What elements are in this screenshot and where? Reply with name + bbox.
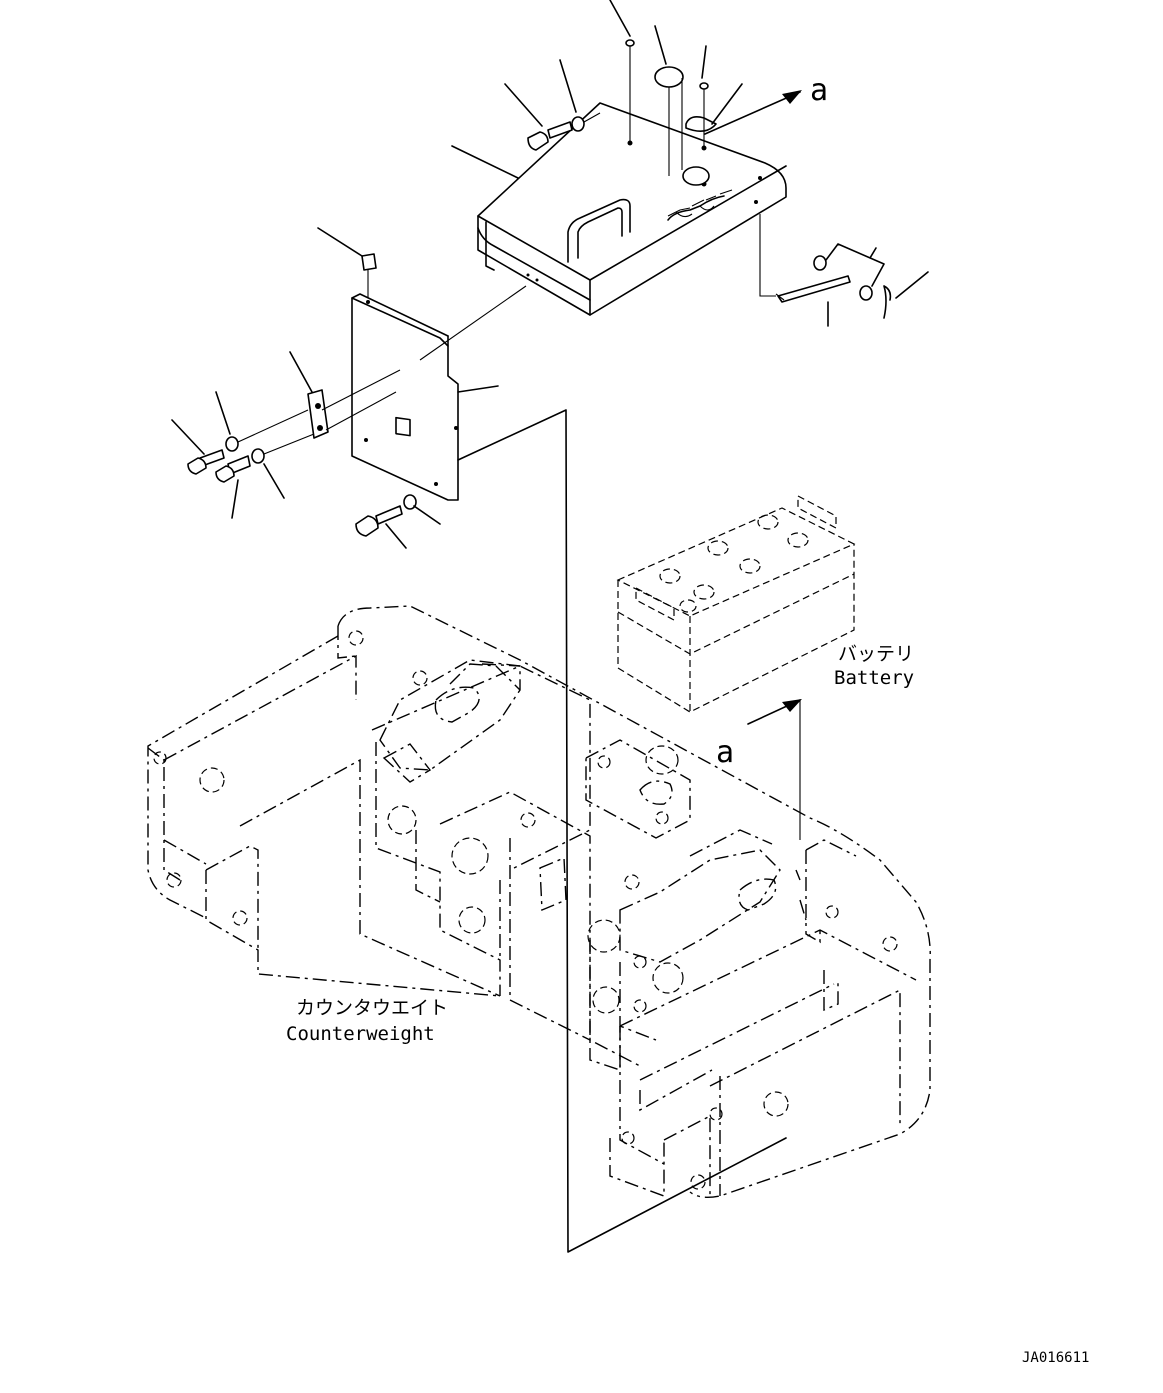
- cap-part: [654, 66, 684, 88]
- clip: [307, 389, 329, 439]
- battery-cover: [477, 102, 787, 316]
- bracket-plate: [351, 293, 459, 501]
- battery-label-en: Battery: [834, 667, 914, 689]
- rod: [775, 275, 851, 303]
- bolt-bottom: [355, 494, 417, 537]
- counterweight-label-jp: カウンタウエイト: [296, 997, 448, 1019]
- washer-left-1: [225, 436, 239, 452]
- bolt-left-1: [187, 449, 225, 475]
- washer-left-2: [251, 448, 265, 464]
- counterweight-label-en: Counterweight: [286, 1023, 435, 1045]
- bolt-top: [527, 116, 585, 151]
- battery-label-jp: バッテリ: [838, 643, 914, 665]
- pin-2: [699, 82, 709, 90]
- washer-right: [813, 255, 827, 271]
- view-marker-bottom: a: [716, 735, 734, 770]
- counterweight: [147, 605, 931, 1199]
- view-marker-top: a: [810, 73, 828, 108]
- drawing-number: JA016611: [1022, 1350, 1089, 1366]
- battery: [616, 495, 856, 713]
- pin-1: [625, 39, 635, 47]
- nut-right: [859, 285, 873, 301]
- bolt-left-2: [215, 455, 251, 483]
